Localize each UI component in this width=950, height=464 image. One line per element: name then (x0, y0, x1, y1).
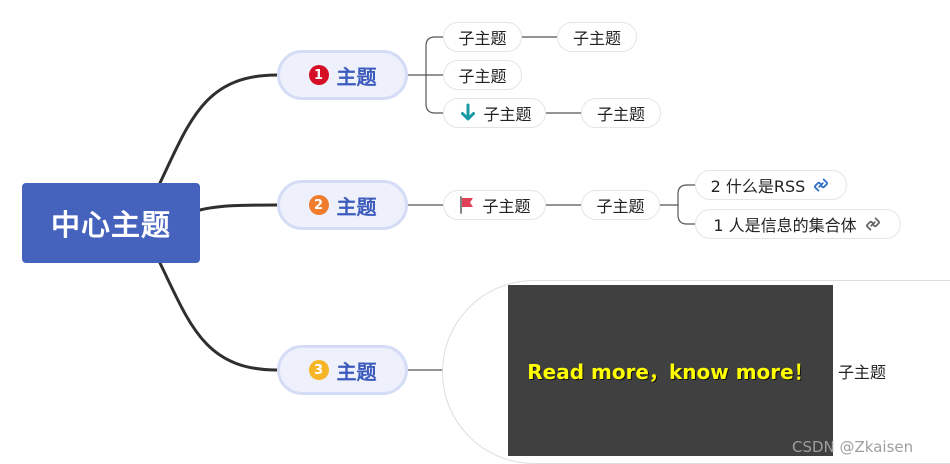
branch-1-subtopic-c-child-label: 子主题 (596, 105, 645, 124)
branch-2-link-item-2-label: 1 人是信息的集合体 (713, 216, 857, 235)
link-icon[interactable] (811, 175, 831, 195)
main-topic-1-label: 主题 (336, 64, 377, 89)
branch-2-subtopic-a-label: 子主题 (482, 197, 531, 216)
branch-2-subtopic-a[interactable]: 子主题 (443, 190, 546, 220)
branch-1-subtopic-a-label: 子主题 (458, 29, 507, 48)
arrow-down-icon (458, 103, 478, 123)
branch-3-image-subtopic-label: 子主题 (838, 363, 887, 382)
branch-1-subtopic-c-label: 子主题 (483, 105, 532, 124)
central-topic[interactable]: 中心主题 (22, 183, 200, 263)
connector-topic-1-upper (425, 36, 444, 76)
branch-2-link-item-1[interactable]: 2 什么是RSS (695, 170, 847, 200)
branch-3-image-banner: Read more，know more！ (508, 285, 833, 456)
branch-1-subtopic-c-child[interactable]: 子主题 (581, 98, 661, 128)
branch-2-subtopic-a-child[interactable]: 子主题 (581, 190, 660, 220)
connector-central-to-topic-3 (158, 261, 279, 372)
watermark: CSDN @Zkaisen (792, 438, 914, 456)
connector-branch-2-link-2 (677, 204, 696, 225)
branch-2-connectors (407, 184, 696, 225)
branch-1-subtopic-a[interactable]: 子主题 (443, 22, 522, 52)
main-topic-3[interactable]: 3 主题 (277, 345, 408, 395)
branch-3-image-banner-text: Read more，know more！ (527, 360, 814, 384)
branch-1-connectors (407, 36, 582, 114)
connector-branch-2-link-1 (677, 184, 696, 206)
main-topic-3-label: 主题 (336, 359, 377, 384)
priority-2-badge-icon: 2 (308, 195, 329, 215)
connector-central-to-topic-2 (198, 203, 279, 212)
main-topic-2-label: 主题 (336, 194, 377, 219)
central-connectors (158, 73, 279, 372)
branch-2-link-item-2[interactable]: 1 人是信息的集合体 (695, 209, 901, 239)
branch-1-subtopic-c[interactable]: 子主题 (443, 98, 546, 128)
branch-1-subtopic-b-label: 子主题 (458, 67, 507, 86)
main-topic-2[interactable]: 2 主题 (277, 180, 408, 230)
connector-central-to-topic-1 (158, 73, 279, 185)
link-icon[interactable] (863, 214, 883, 234)
main-topic-1[interactable]: 1 主题 (277, 50, 408, 100)
branch-1-subtopic-b[interactable]: 子主题 (443, 60, 522, 90)
priority-1-badge-icon: 1 (308, 65, 329, 85)
branch-2-link-item-1-label: 2 什么是RSS (710, 177, 806, 196)
priority-3-badge-icon: 3 (308, 360, 329, 380)
central-topic-label: 中心主题 (50, 208, 171, 242)
branch-1-subtopic-a-child-label: 子主题 (572, 29, 621, 48)
branch-1-subtopic-a-child[interactable]: 子主题 (557, 22, 637, 52)
flag-icon (458, 195, 476, 215)
branch-2-subtopic-a-child-label: 子主题 (596, 197, 645, 216)
connector-topic-1-lower (425, 74, 444, 114)
